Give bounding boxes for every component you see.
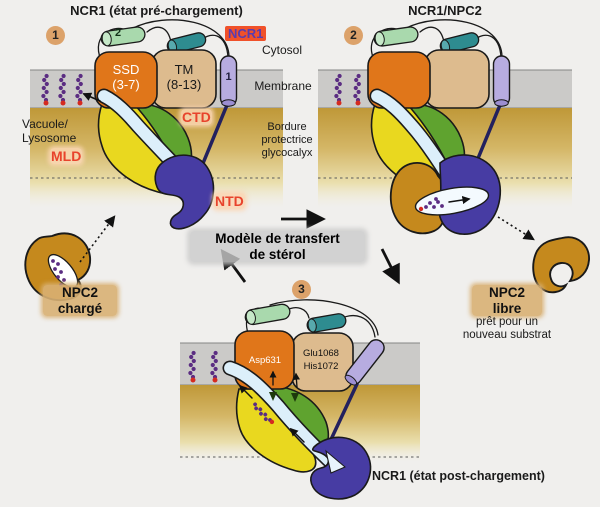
helix1-cylinder xyxy=(219,55,238,107)
panel3-caption: NCR1 (état post-chargement) xyxy=(372,469,545,483)
glycocalyx-label: Bordure protectrice glycocalyx xyxy=(261,121,313,160)
helix2-cylinder xyxy=(373,26,419,47)
ntd-label: NTD xyxy=(214,193,245,210)
ncr1-tag: NCR1 xyxy=(225,26,267,41)
membrane-label: Membrane xyxy=(254,79,312,93)
mld-label: MLD xyxy=(50,148,83,165)
cytosol-label: Cytosol xyxy=(261,43,302,57)
transfer-direction-arrow xyxy=(448,195,471,205)
npc2-free-blob xyxy=(532,236,590,294)
asp631-label: Asp631 xyxy=(248,355,282,366)
residue-site-marker xyxy=(269,392,277,401)
npc2-loaded-blob xyxy=(24,232,92,301)
glu1068-his1072-label: Glu1068 His1072 xyxy=(303,348,339,372)
panel1-ncr1-complex xyxy=(82,19,238,230)
release-dotted-arrow xyxy=(497,216,535,241)
helix-teal-cylinder xyxy=(306,313,347,333)
npc2-free-note: prêt pour un nouveau substrat xyxy=(462,316,552,342)
vacuole-lysosome-label: Vacuole/ Lysosome xyxy=(22,117,77,145)
channel-tip xyxy=(325,449,346,474)
helix2-cylinder xyxy=(100,26,146,47)
helix1-cylinder xyxy=(344,339,385,386)
linker xyxy=(197,103,229,175)
step-badge-2: 2 xyxy=(344,26,363,45)
npc2-free-label: NPC2 libre xyxy=(472,285,542,317)
cycle-arrow-down-right xyxy=(380,248,400,285)
npc2-loaded-label: NPC2 chargé xyxy=(43,285,117,317)
channel-flow-arrow xyxy=(289,427,305,443)
helix-teal-cylinder xyxy=(166,32,207,54)
helix1-label: 1 xyxy=(225,71,232,83)
panel1-title: NCR1 (état pré-chargement) xyxy=(70,3,243,18)
ssd-label: SSD (3-7) xyxy=(112,62,140,92)
ntd-domain-blob xyxy=(154,154,215,230)
tm-domain-box xyxy=(424,49,490,109)
step-badge-1: 1 xyxy=(46,26,65,45)
residue-site-marker xyxy=(291,393,299,402)
sterol-release-arrow xyxy=(82,92,101,102)
channel-flow-arrow xyxy=(238,384,253,399)
transfer-model-label: Modèle de transfert de stérol xyxy=(190,231,365,263)
helix2-cylinder xyxy=(244,303,291,326)
helix2-label: 2 xyxy=(114,27,122,39)
sterol-in-tunnel xyxy=(418,197,444,212)
panel3-ncr1-complex xyxy=(222,299,385,500)
tm-label: TM (8-13) xyxy=(166,62,202,92)
step-badge-3: 3 xyxy=(292,280,311,299)
panel2-title: NCR1/NPC2 xyxy=(408,3,482,18)
residue-pointer-arrow xyxy=(292,372,301,388)
panel2-ncr1-complex xyxy=(367,19,511,235)
ctd-label: CTD xyxy=(181,109,212,126)
helix1-cylinder xyxy=(492,55,511,107)
